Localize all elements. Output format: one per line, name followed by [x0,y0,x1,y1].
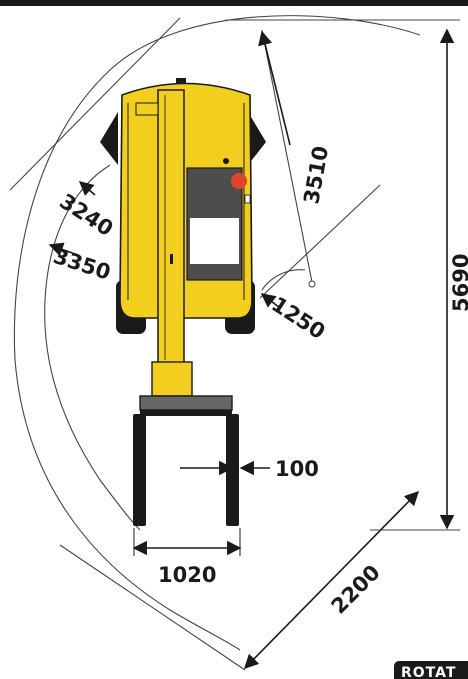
fork-carriage-bar [140,410,232,416]
arrow-1250 [260,293,281,309]
dimension-label-1250: 1250 [267,292,329,344]
inner-swing-arc [44,164,141,531]
cab-roof-window [190,218,239,264]
tail-swing-arc [261,269,306,291]
arrow-3240 [78,181,96,196]
fork-carriage [139,395,233,411]
side-step [244,194,251,204]
radius-line-3510 [261,29,313,283]
rotat-badge-label: ROTAT [401,665,456,679]
right-fork [226,414,239,526]
radius-line-1250 [259,184,381,299]
boom-head [151,361,193,397]
dimension-label-3240: 3240 [55,189,117,241]
arrow-3350 [48,242,76,257]
boom-slot [170,254,173,264]
telescopic-boom [157,89,185,369]
dimension-label-100: 100 [275,457,319,481]
dimension-label-5690: 5690 [449,254,468,312]
top-cap [176,78,186,84]
top-frame-bar [0,0,468,6]
dimension-label-1020: 1020 [158,563,216,587]
warning-beacon [231,173,247,189]
left-rear-lamp [100,112,118,165]
left-fork [133,414,146,526]
mirror-dot [223,158,229,164]
tangent-line-corner [59,544,246,671]
dimension-label-2200: 2200 [327,560,385,618]
arrow-2200 [243,490,420,670]
swing-envelope-arcs [9,15,460,671]
arrow-3510 [258,30,291,146]
dimension-arrows [48,28,455,670]
dimension-label-3510: 3510 [299,144,333,206]
telehandler-top-view [100,78,266,526]
right-rear-lamp [248,112,266,165]
tangent-line-upper [9,17,181,191]
rotat-badge [394,661,468,679]
dimension-label-3350: 3350 [50,244,113,285]
boom-cylinder [135,102,159,116]
pivot-point [308,280,316,288]
